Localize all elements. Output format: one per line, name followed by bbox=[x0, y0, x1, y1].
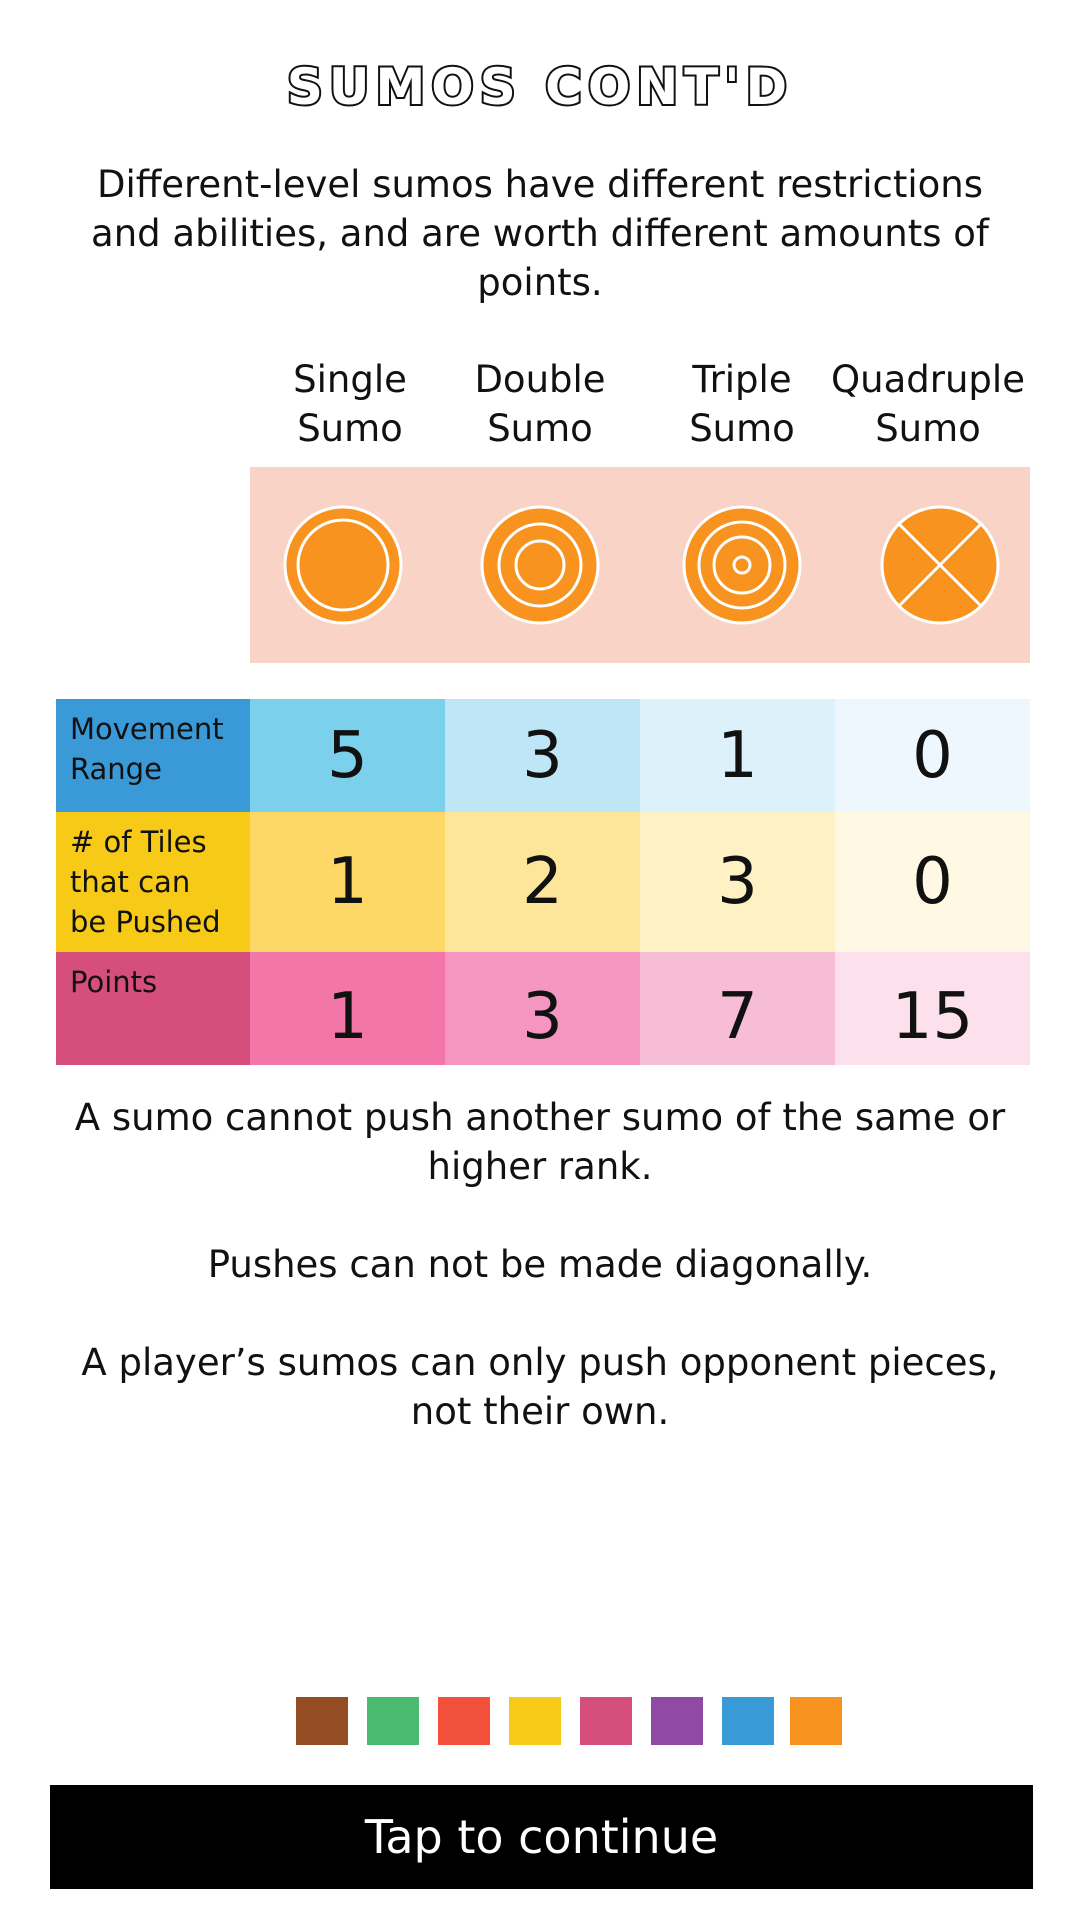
swatch-orange bbox=[790, 1697, 842, 1745]
swatch-brown bbox=[296, 1697, 348, 1745]
row-movement-range: Movement Range 5 3 1 0 bbox=[56, 699, 1030, 812]
row-tiles-pushed: # of Tiles that can be Pushed 1 2 3 0 bbox=[56, 812, 1030, 952]
column-header-triple: Triple Sumo bbox=[689, 358, 795, 450]
swatch-purple bbox=[651, 1697, 703, 1745]
movement-single-cell: 5 bbox=[250, 699, 445, 812]
swatch-green bbox=[367, 1697, 419, 1745]
tiles-double-cell: 2 bbox=[445, 812, 640, 952]
row-label-movement-range: Movement Range bbox=[56, 699, 250, 812]
sumo-stats-table: Movement Range 5 3 1 0 # of Tiles that c… bbox=[56, 699, 1030, 1065]
column-header-quadruple: Quadruple Sumo bbox=[831, 358, 1025, 450]
swatch-red bbox=[438, 1697, 490, 1745]
points-quadruple-cell: 15 bbox=[835, 952, 1030, 1065]
single-sumo-icon bbox=[283, 505, 403, 625]
sumo-icon-band bbox=[250, 467, 1030, 663]
points-single-cell: 1 bbox=[250, 952, 445, 1065]
movement-quadruple-cell: 0 bbox=[835, 699, 1030, 812]
movement-double-cell: 3 bbox=[445, 699, 640, 812]
swatch-yellow bbox=[509, 1697, 561, 1745]
points-triple-cell: 7 bbox=[640, 952, 835, 1065]
quadruple-sumo-icon bbox=[880, 505, 1000, 625]
page-title: SUMOS CONT'D bbox=[285, 56, 794, 118]
intro-text: Different-level sumos have different res… bbox=[91, 163, 989, 304]
column-header-double: Double Sumo bbox=[474, 358, 606, 450]
tiles-triple-cell: 3 bbox=[640, 812, 835, 952]
movement-triple-cell: 1 bbox=[640, 699, 835, 812]
rules-text: A sumo cannot push another sumo of the s… bbox=[50, 1093, 1030, 1485]
row-label-tiles-pushed: # of Tiles that can be Pushed bbox=[56, 812, 250, 952]
rule-same-rank: A sumo cannot push another sumo of the s… bbox=[74, 1096, 1006, 1188]
rule-own-pieces: A player’s sumos can only push opponent … bbox=[81, 1341, 999, 1433]
tap-to-continue-button[interactable]: Tap to continue bbox=[50, 1785, 1033, 1889]
swatch-pink bbox=[580, 1697, 632, 1745]
column-header-single: Single Sumo bbox=[293, 358, 407, 450]
double-sumo-icon bbox=[480, 505, 600, 625]
tiles-single-cell: 1 bbox=[250, 812, 445, 952]
row-points: Points 1 3 7 15 bbox=[56, 952, 1030, 1065]
triple-sumo-icon bbox=[682, 505, 802, 625]
swatch-blue bbox=[722, 1697, 774, 1745]
points-double-cell: 3 bbox=[445, 952, 640, 1065]
rule-no-diagonal: Pushes can not be made diagonally. bbox=[207, 1243, 873, 1286]
row-label-points: Points bbox=[56, 952, 250, 1065]
column-headers: Single Sumo Double Sumo Triple Sumo Quad… bbox=[250, 355, 1030, 455]
tiles-quadruple-cell: 0 bbox=[835, 812, 1030, 952]
